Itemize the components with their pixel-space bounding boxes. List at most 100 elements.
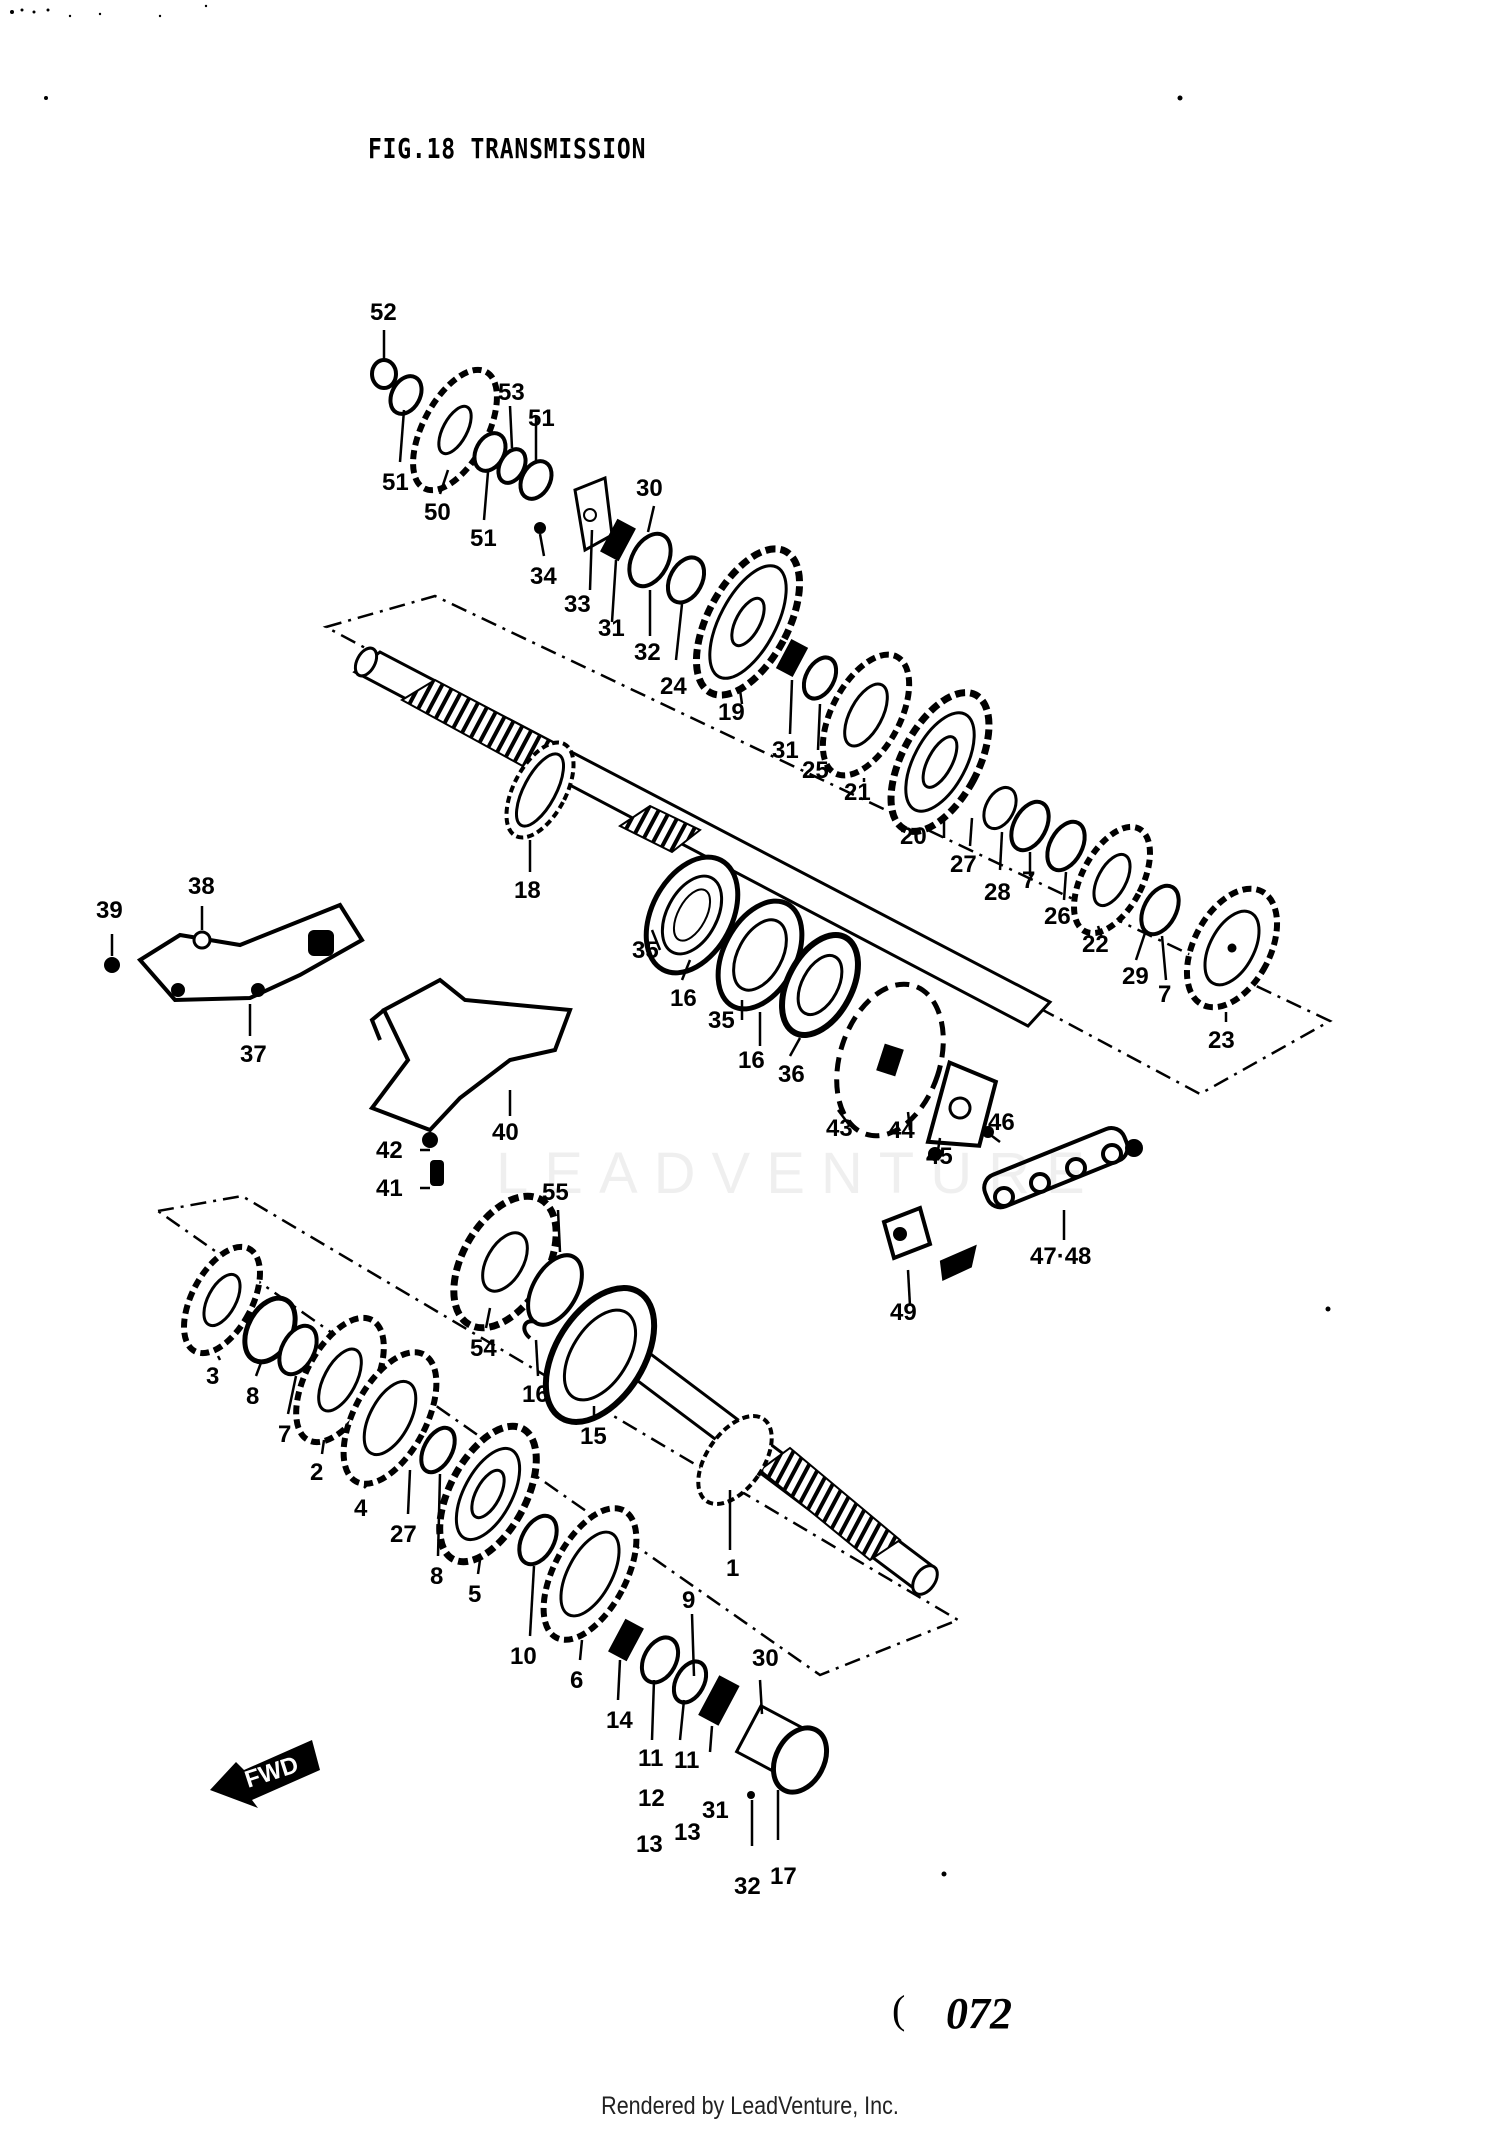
callout: 15 — [580, 1423, 607, 1450]
callout: 7 — [278, 1421, 291, 1448]
callout: 35 — [632, 937, 659, 964]
callout: 34 — [530, 563, 557, 590]
callout: 26 — [1044, 903, 1071, 930]
oil-seal-36 — [779, 932, 861, 1038]
callout: 5 — [468, 1581, 481, 1608]
gear-23 — [1183, 885, 1281, 1011]
callout: 41 — [376, 1175, 403, 1202]
countershaft-gear — [504, 740, 576, 840]
countershaft — [352, 646, 1053, 1028]
callout: 35 — [708, 1007, 735, 1034]
callout: 7 — [1158, 981, 1171, 1008]
callout: 8 — [246, 1383, 259, 1410]
callout: 51 — [528, 405, 555, 432]
callout: 51 — [470, 525, 497, 552]
leader-lines — [110, 330, 1228, 1846]
callout: 25 — [802, 757, 829, 784]
page-number: 072 — [946, 1989, 1012, 2038]
callout: 18 — [514, 877, 541, 904]
oil-guide-40 — [368, 977, 573, 1133]
callout: 9 — [682, 1587, 695, 1614]
screws-41-42 — [422, 1132, 444, 1186]
callout: 17 — [770, 1863, 797, 1890]
callout: 10 — [510, 1643, 537, 1670]
washer-46 — [982, 1126, 994, 1138]
figure-title: FIG.18 TRANSMISSION — [368, 132, 647, 165]
callout: 24 — [660, 673, 687, 700]
callout: 4 — [354, 1495, 368, 1522]
callout: 12 — [638, 1785, 665, 1812]
callout: 40 — [492, 1119, 519, 1146]
callout: 21 — [844, 779, 871, 806]
gear-6 — [540, 1505, 640, 1643]
callout: 55 — [542, 1179, 569, 1206]
callout: 16 — [670, 985, 697, 1012]
callout: 6 — [570, 1667, 583, 1694]
callout: 14 — [606, 1707, 633, 1734]
callout: 13 — [636, 1831, 663, 1858]
gear-3 — [181, 1243, 263, 1357]
gear-21 — [819, 651, 913, 779]
bolt-39 — [104, 957, 120, 973]
callout: 28 — [984, 879, 1011, 906]
callout: 16 — [738, 1047, 765, 1074]
callout: 13 — [674, 1819, 701, 1846]
callout: 20 — [900, 823, 927, 850]
drive-chain-47-48 — [982, 1126, 1143, 1210]
callout: 53 — [498, 379, 525, 406]
scan-specks — [10, 4, 1331, 1877]
callout: 29 — [1122, 963, 1149, 990]
upper-shaft-dashed-frame — [322, 594, 1333, 1096]
washer-55 — [526, 1253, 584, 1327]
bearing-15 — [542, 1285, 658, 1425]
drive-sprocket-43 — [834, 981, 946, 1139]
callout: 39 — [96, 897, 123, 924]
gear-22 — [1071, 823, 1153, 937]
callout: 32 — [734, 1873, 761, 1900]
callout: 27 — [950, 851, 977, 878]
callout: 11 — [674, 1747, 699, 1774]
bracket-37 — [136, 902, 365, 1003]
callout: 1 — [726, 1555, 739, 1582]
upper-exploded-parts — [370, 358, 1281, 1011]
callout: 30 — [752, 1645, 779, 1672]
callout: 30 — [636, 475, 663, 502]
bearing-35-second — [715, 898, 805, 1012]
lock-plate-44 — [925, 1059, 999, 1148]
bolt-45 — [928, 1147, 942, 1161]
page-paren: ( — [892, 1987, 906, 2032]
main-shaft — [607, 1338, 939, 1596]
callout: 23 — [1208, 1027, 1235, 1054]
callout: 22 — [1082, 931, 1109, 958]
callout: 3 — [206, 1363, 219, 1390]
callout: 19 — [718, 699, 745, 726]
screw-38 — [192, 930, 212, 950]
callout: 36 — [778, 1061, 805, 1088]
callout: 45 — [926, 1143, 953, 1170]
callout: 54 — [470, 1335, 497, 1362]
callout: 32 — [634, 639, 661, 666]
main-shaft-gear — [696, 1414, 774, 1506]
callout-numbers: 52 51 50 53 51 51 30 34 33 31 32 24 19 3… — [96, 299, 1235, 1900]
footer-credit: Rendered by LeadVenture, Inc. — [601, 2092, 899, 2120]
callout: 7 — [1022, 867, 1035, 894]
watermark-text: LEADVENTURE — [496, 1141, 1101, 1206]
callout: 31 — [598, 615, 625, 642]
callout: 50 — [424, 499, 451, 526]
callout: 42 — [376, 1137, 403, 1164]
callout: 27 — [390, 1521, 417, 1548]
gear-4 — [340, 1349, 440, 1487]
forward-direction-arrow: FWD — [210, 1740, 320, 1808]
gear-20 — [887, 689, 993, 835]
callout: 47·48 — [1030, 1243, 1091, 1270]
callout: 31 — [772, 737, 799, 764]
callout: 52 — [370, 299, 397, 326]
callout: 37 — [240, 1041, 267, 1068]
callout: 11 — [638, 1745, 663, 1772]
callout: 31 — [702, 1797, 729, 1824]
callout: 46 — [988, 1109, 1015, 1136]
callout: 43 — [826, 1115, 853, 1142]
gear-5 — [436, 1422, 540, 1566]
needle-bearing-31 — [600, 518, 636, 562]
lower-exploded-parts — [181, 1243, 830, 1799]
